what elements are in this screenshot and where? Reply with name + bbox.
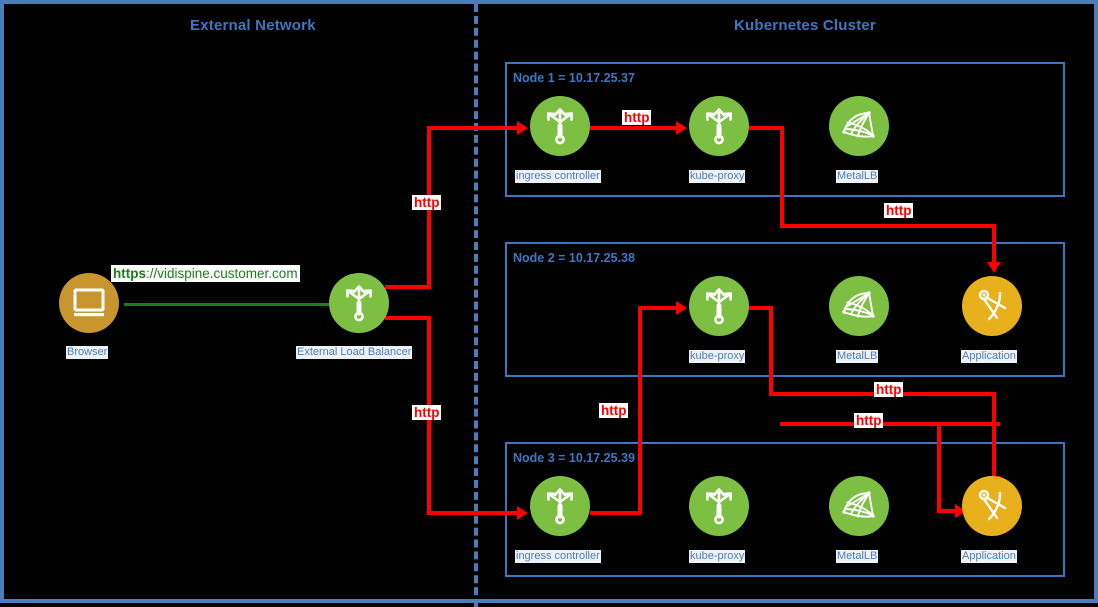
flow-branch-to-n3-app-horizontal — [780, 422, 1000, 426]
node-3-application-label: Application — [961, 550, 1017, 563]
node-3-kube-proxy-label: kube-proxy — [689, 550, 746, 563]
network-mesh-icon — [839, 108, 879, 144]
network-mesh-icon — [839, 488, 879, 524]
load-balancer-icon — [701, 286, 737, 326]
network-mesh-icon — [839, 288, 879, 324]
browser-label: Browser — [66, 346, 109, 359]
load-balancer-icon — [542, 106, 578, 146]
edge-label-n3-ingress-n2-proxy: http — [599, 403, 629, 418]
flow-lb-down-stub — [385, 316, 429, 320]
node-2-application[interactable] — [962, 276, 1022, 336]
compass-icon — [973, 287, 1011, 325]
flow-lb-to-node1-horizontal — [427, 126, 519, 130]
compass-icon — [973, 487, 1011, 525]
flow-n3-ingress-up — [638, 306, 642, 515]
node-1-metallb-label: MetalLB — [836, 170, 879, 183]
zone-divider — [474, 4, 478, 607]
node-3-label: Node 3 = 10.17.25.39 — [513, 451, 635, 465]
flow-n2-proxy-down — [769, 306, 773, 394]
flow-lb-to-node3-arrow — [517, 506, 528, 520]
flow-branch-to-n3-app-vertical — [937, 422, 941, 511]
monitor-icon — [72, 288, 106, 318]
node-3-kube-proxy[interactable] — [689, 476, 749, 536]
edge-label-lb-node1: http — [412, 195, 442, 210]
browser-node[interactable] — [59, 273, 119, 333]
node-1-kube-proxy-label: kube-proxy — [689, 170, 746, 183]
node-1-ingress-controller[interactable] — [530, 96, 590, 156]
url-rest: ://vidispine.customer.com — [146, 266, 298, 281]
flow-n1-ingress-to-proxy-arrow — [676, 121, 687, 135]
flow-n3-ingress-out — [590, 511, 642, 515]
node-2-label: Node 2 = 10.17.25.38 — [513, 251, 635, 265]
flow-lb-up-stub — [385, 285, 429, 289]
node-1-ingress-controller-label: ingress controller — [515, 170, 601, 183]
external-load-balancer-node[interactable] — [329, 273, 389, 333]
node-2-kube-proxy-label: kube-proxy — [689, 350, 746, 363]
flow-n3-ingress-to-n2-proxy-arrow — [676, 301, 687, 315]
flow-lb-to-node1-arrow — [517, 121, 528, 135]
node-3-metallb-label: MetalLB — [836, 550, 879, 563]
node-box-2 — [505, 242, 1065, 377]
flow-browser-to-lb — [124, 303, 337, 306]
load-balancer-icon — [701, 486, 737, 526]
flow-n1-ingress-to-proxy — [590, 126, 678, 130]
url-label: https://vidispine.customer.com — [111, 265, 300, 282]
node-box-3 — [505, 442, 1065, 577]
flow-n1-proxy-out — [749, 126, 784, 130]
flow-lb-to-node3-horizontal — [427, 511, 519, 515]
edge-label-n2-proxy-down: http — [854, 413, 884, 428]
flow-n1-proxy-to-n2-app-arrow — [987, 262, 1001, 273]
flow-n2-proxy-to-n3-app-vertical — [992, 392, 996, 480]
node-1-metallb[interactable] — [829, 96, 889, 156]
node-2-application-label: Application — [961, 350, 1017, 363]
load-balancer-icon — [542, 486, 578, 526]
node-3-ingress-controller[interactable] — [530, 476, 590, 536]
load-balancer-icon — [701, 106, 737, 146]
flow-branch-to-n3-app-inlet — [937, 509, 959, 513]
flow-branch-to-n3-app-arrow — [955, 504, 966, 518]
external-network-title: External Network — [190, 17, 316, 34]
flow-n1-proxy-down — [780, 126, 784, 226]
edge-label-n2-proxy-n3-app: http — [874, 382, 904, 397]
node-1-label: Node 1 = 10.17.25.37 — [513, 71, 635, 85]
node-2-kube-proxy[interactable] — [689, 276, 749, 336]
node-3-metallb[interactable] — [829, 476, 889, 536]
load-balancer-icon — [341, 283, 377, 323]
flow-n3-ingress-to-n2-proxy — [638, 306, 678, 310]
url-scheme: https — [113, 266, 146, 281]
flow-n1-proxy-to-n2-app-horizontal — [780, 224, 996, 228]
node-2-metallb[interactable] — [829, 276, 889, 336]
flow-n2-proxy-out — [746, 306, 773, 310]
node-3-ingress-controller-label: ingress controller — [515, 550, 601, 563]
flow-n1-proxy-to-n2-app-vertical — [992, 224, 996, 266]
edge-label-n1-proxy-n2-app: http — [884, 203, 914, 218]
node-3-application[interactable] — [962, 476, 1022, 536]
kubernetes-cluster-title: Kubernetes Cluster — [734, 17, 876, 34]
node-2-metallb-label: MetalLB — [836, 350, 879, 363]
external-load-balancer-label: External Load Balancer — [296, 346, 413, 359]
edge-label-lb-node3: http — [412, 405, 442, 420]
edge-label-n1-ingress-proxy: http — [622, 110, 652, 125]
node-1-kube-proxy[interactable] — [689, 96, 749, 156]
